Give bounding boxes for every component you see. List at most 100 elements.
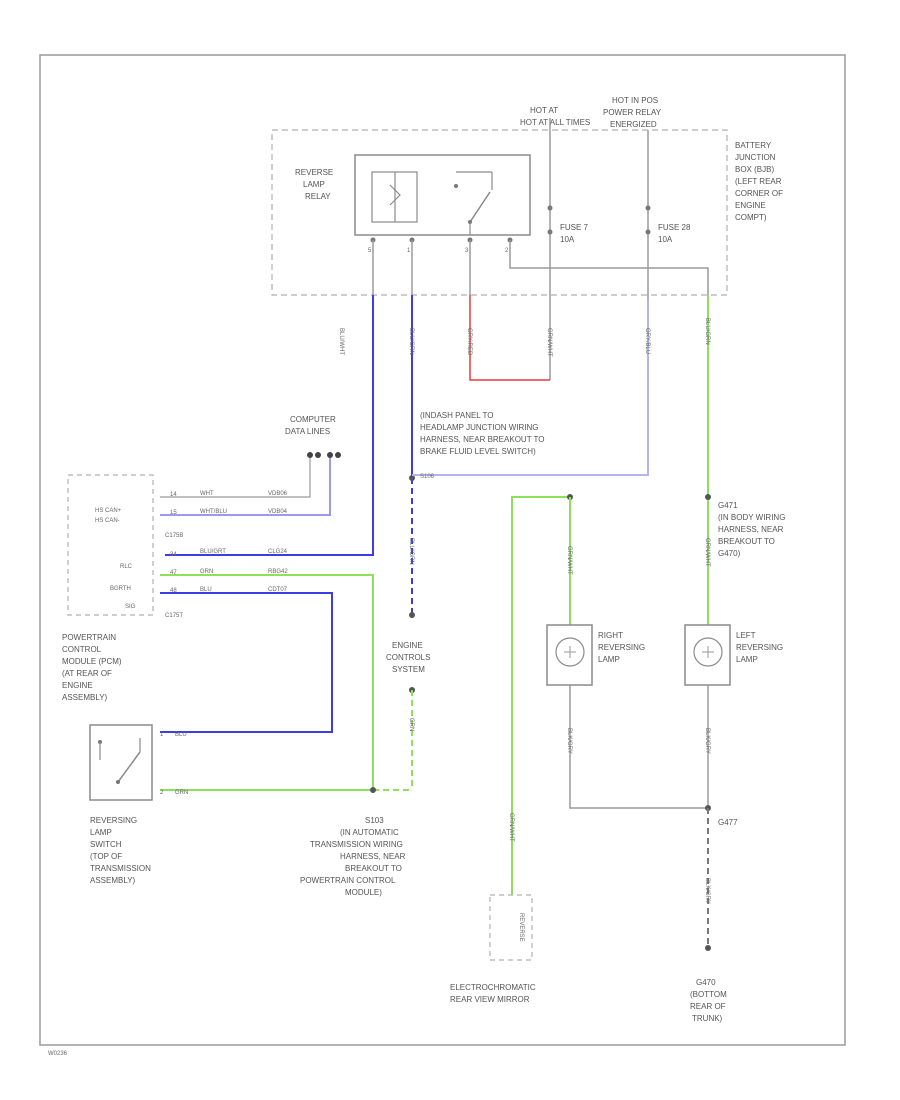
wire-v13-label: GRN/WHT bbox=[704, 538, 710, 567]
reversing-switch-1: REVERSING bbox=[90, 816, 137, 825]
pcm-pin-c175b: C175B bbox=[165, 533, 183, 539]
svg-text:15: 15 bbox=[170, 510, 177, 516]
s103-3: TRANSMISSION WIRING bbox=[310, 840, 403, 849]
pcm-label-4: (AT REAR OF bbox=[62, 669, 112, 678]
left-lamp-1: LEFT bbox=[736, 631, 756, 640]
svg-text:1: 1 bbox=[160, 732, 164, 738]
wire-v7-label: BLU/GRN bbox=[704, 318, 710, 345]
pcm-pin-bgrth: BGRTH bbox=[110, 586, 131, 592]
reversing-switch-2: LAMP bbox=[90, 828, 112, 837]
bjb-label-5: CORNER OF bbox=[735, 189, 783, 198]
wire-hscanh bbox=[160, 458, 311, 498]
wire-whtblu: WHT/BLU bbox=[200, 509, 227, 515]
g471-4: BREAKOUT TO bbox=[718, 537, 775, 546]
s103-4: HARNESS, NEAR bbox=[340, 852, 406, 861]
circuit-4: RBG42 bbox=[268, 569, 288, 575]
g470-4: TRUNK) bbox=[692, 1014, 723, 1023]
left-lamp-2: REVERSING bbox=[736, 643, 783, 652]
reversing-switch-4: (TOP OF bbox=[90, 852, 122, 861]
circuit-3: CLG24 bbox=[268, 549, 288, 555]
fuse7-label: FUSE 7 bbox=[560, 223, 589, 232]
wire-light-blue bbox=[412, 300, 649, 476]
g471-5: G470) bbox=[718, 549, 741, 558]
wire-hscanl bbox=[160, 458, 331, 516]
pcm-label-1: POWERTRAIN bbox=[62, 633, 116, 642]
pcm-label-3: MODULE (PCM) bbox=[62, 657, 122, 666]
svg-text:5: 5 bbox=[368, 248, 372, 254]
wire-green-rlc bbox=[160, 574, 374, 791]
wire-green-mirror bbox=[511, 496, 570, 895]
wire-grn: GRN bbox=[200, 569, 213, 575]
s103-2: (IN AUTOMATIC bbox=[340, 828, 399, 837]
hot-at-all-times-label: HOT AT ALL TIMES bbox=[520, 118, 590, 127]
pcm-pin-c175t: C175T bbox=[165, 613, 183, 619]
sw-wire1: BLU bbox=[175, 732, 187, 738]
g477-label: G477 bbox=[718, 818, 738, 827]
s103-1: S103 bbox=[365, 816, 384, 825]
svg-text:1: 1 bbox=[407, 248, 411, 254]
wire-v14-label: BLK/GRY bbox=[704, 878, 710, 904]
pcm-pin-hscanh: HS CAN+ bbox=[95, 508, 122, 514]
left-lamp-3: LAMP bbox=[736, 655, 758, 664]
wire-blue-rlc bbox=[165, 295, 374, 556]
fuse7-amp: 10A bbox=[560, 235, 575, 244]
circuit-2: VDB04 bbox=[268, 509, 288, 515]
reversing-lamp-switch bbox=[89, 724, 153, 801]
wire-v4-label: GRY/BLU bbox=[644, 328, 650, 354]
dash-panel-2: HEADLAMP JUNCTION WIRING bbox=[420, 423, 539, 432]
svg-text:34: 34 bbox=[170, 552, 177, 558]
g471-1: G471 bbox=[718, 501, 738, 510]
wire-v6-label: GRN/WHT bbox=[546, 328, 552, 357]
pcm-pin-rlc: RLC bbox=[120, 564, 133, 570]
pcm-label-6: ASSEMBLY) bbox=[62, 693, 108, 702]
hot-at-all-times-1: HOT AT bbox=[530, 106, 558, 115]
bjb-label-6: ENGINE bbox=[735, 201, 766, 210]
svg-text:2: 2 bbox=[505, 248, 509, 254]
pcm-box bbox=[67, 474, 154, 616]
pcm-label-5: ENGINE bbox=[62, 681, 93, 690]
wire-v9-label: GRN/WHT bbox=[566, 546, 572, 575]
dash-panel-3: HARNESS, NEAR BREAKOUT TO bbox=[420, 435, 544, 444]
right-lamp-1: RIGHT bbox=[598, 631, 623, 640]
reverse-lamp-relay bbox=[354, 154, 531, 236]
g471-2: (IN BODY WIRING bbox=[718, 513, 785, 522]
mirror-label-2: REAR VIEW MIRROR bbox=[450, 995, 530, 1004]
wire-wht: WHT bbox=[200, 491, 214, 497]
svg-text:3: 3 bbox=[465, 248, 469, 254]
reversing-switch-6: ASSEMBLY) bbox=[90, 876, 136, 885]
pcm-label-2: CONTROL bbox=[62, 645, 102, 654]
relay-label-3: RELAY bbox=[305, 192, 331, 201]
sw-wire2: GRN bbox=[175, 790, 188, 796]
electrochromatic-mirror bbox=[489, 894, 533, 961]
bjb-label-7: COMPT) bbox=[735, 213, 767, 222]
wire-gray-right-lamp bbox=[569, 685, 708, 809]
mirror-label-1: ELECTROCHROMATIC bbox=[450, 983, 536, 992]
wire-v10-label: GRN/WHT bbox=[508, 813, 514, 842]
computer-datalines-2: DATA LINES bbox=[285, 427, 330, 436]
engine-controls-3: SYSTEM bbox=[392, 665, 425, 674]
energized-label: ENERGIZED bbox=[610, 120, 657, 129]
g470-2: (BOTTOM bbox=[690, 990, 727, 999]
s103-6: POWERTRAIN CONTROL bbox=[300, 876, 396, 885]
g470-3: REAR OF bbox=[690, 1002, 726, 1011]
mirror-box-label: REVERSE bbox=[518, 913, 524, 942]
dash-panel-4: BRAKE FLUID LEVEL SWITCH) bbox=[420, 447, 536, 456]
bjb-label-3: BOX (BJB) bbox=[735, 165, 774, 174]
svg-text:48: 48 bbox=[170, 588, 177, 594]
wire-v2-label: BLU/GRN bbox=[408, 328, 414, 355]
svg-text:47: 47 bbox=[170, 570, 177, 576]
wire-blue-sig bbox=[160, 592, 333, 733]
svg-text:2: 2 bbox=[160, 790, 164, 796]
diagram-frame bbox=[39, 54, 846, 1046]
wire-v1-label: BLU/WHT bbox=[338, 328, 344, 355]
circuit-1: VDB06 bbox=[268, 491, 288, 497]
circuit-5: CDT07 bbox=[268, 587, 288, 593]
wire-v5-label: BLU/GRN bbox=[408, 538, 414, 565]
wire-blu: BLU bbox=[200, 587, 212, 593]
dash-panel-1: (INDASH PANEL TO bbox=[420, 411, 494, 420]
g470-1: G470 bbox=[696, 978, 716, 987]
engine-controls-1: ENGINE bbox=[392, 641, 423, 650]
relay-label-2: LAMP bbox=[303, 180, 325, 189]
g471-3: HARNESS, NEAR bbox=[718, 525, 784, 534]
